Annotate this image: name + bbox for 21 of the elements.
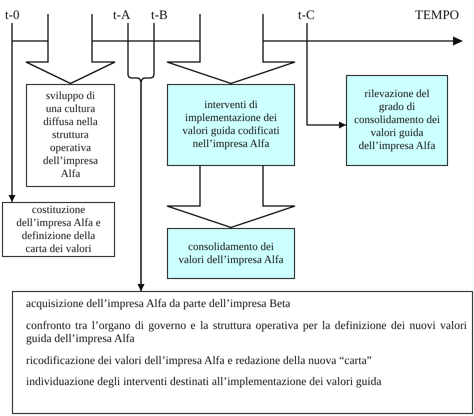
activity-text: ricodificazione dei valori dell’impresa Alfa e redazione della nuova “carta” [26, 354, 373, 368]
arrow [138, 23, 155, 291]
time-marker-label: t-0 [5, 8, 20, 22]
process-box: costituzione dell’impresa Alfa e definizione della carta dei valori [2, 202, 115, 257]
block-arrow [166, 165, 296, 228]
arrow [306, 23, 346, 128]
block-arrow [25, 13, 116, 84]
activity-text: confronto tra l’organo di governo e la struttura operativa per la definizione dei nuovi valori guida dell’impresa Alfa [26, 320, 467, 346]
activity-text: acquisizione dell’impresa Alfa da parte dell’impresa Beta [26, 298, 292, 312]
process-box: interventi di implementazione dei valori guida codificati nell’impresa Alfa [167, 84, 295, 166]
block-arrow [166, 13, 296, 84]
activity-text: individuazione degli interventi destinati all’implementazione dei valori guida [26, 376, 382, 390]
arrow [8, 23, 16, 202]
process-box: consolidamento dei valori dell’impresa Alfa [167, 228, 295, 279]
process-box: rilevazione del grado di consolidamento dei valori guida dell’impresa Alfa [346, 75, 448, 166]
time-marker-label: t-C [298, 8, 315, 22]
activity-list-panel [12, 291, 473, 414]
process-box: sviluppo di una cultura diffusa nella struttura operativa dell’impresa Alfa [26, 84, 115, 187]
time-marker-label: t-A [113, 8, 130, 22]
time-marker-label: t-B [151, 8, 168, 22]
axis-label: TEMPO [415, 8, 460, 22]
